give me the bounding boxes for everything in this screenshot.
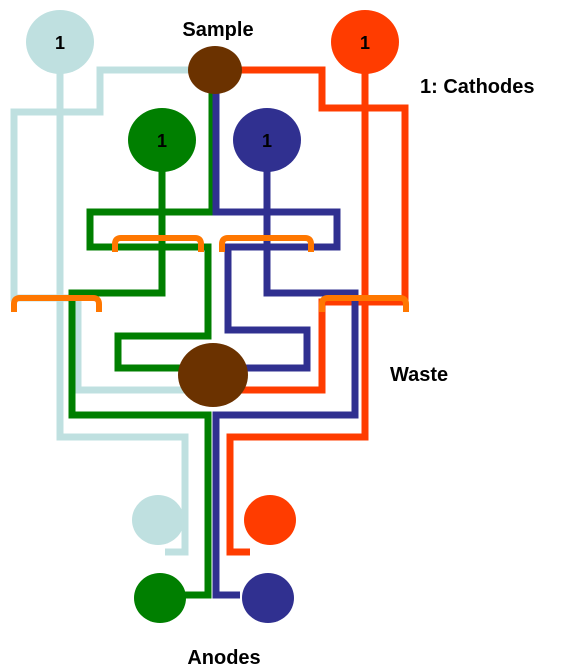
anodes-label: Anodes bbox=[187, 647, 260, 669]
cathode-reservoir-light-blue bbox=[26, 10, 94, 74]
cathode-reservoir-green bbox=[128, 108, 196, 172]
waste-reservoir bbox=[178, 343, 248, 407]
blue-channels bbox=[212, 80, 359, 599]
red-channel-sample bbox=[230, 66, 409, 394]
cathode-mark-green: 1 bbox=[157, 131, 167, 151]
cathode-mark-blue: 1 bbox=[262, 131, 272, 151]
anode-reservoir-light-blue bbox=[132, 495, 184, 545]
green-channels bbox=[68, 80, 216, 599]
orange-bridge-right-inner bbox=[219, 235, 314, 252]
cathode-mark-light-blue: 1 bbox=[55, 33, 65, 53]
anode-reservoir-blue bbox=[242, 573, 294, 623]
cathode-reservoir-blue bbox=[233, 108, 301, 172]
cathode-mark-red: 1 bbox=[360, 33, 370, 53]
green-channel-anode bbox=[68, 155, 212, 599]
cathode-reservoir-red bbox=[331, 10, 399, 74]
anode-reservoir-green bbox=[134, 573, 186, 623]
anode-reservoirs bbox=[132, 495, 296, 623]
sample-reservoir bbox=[188, 46, 242, 94]
orange-bridge-left-outer bbox=[11, 295, 102, 312]
red-channel-anode bbox=[226, 60, 369, 556]
anode-reservoir-red bbox=[244, 495, 296, 545]
red-channels bbox=[226, 60, 409, 556]
light-blue-channel-anode bbox=[56, 60, 189, 556]
orange-bridge-left-inner bbox=[112, 235, 204, 252]
cathodes-label: 1: Cathodes bbox=[420, 76, 534, 98]
cathode-reservoirs bbox=[26, 10, 399, 172]
blue-channel-sample bbox=[212, 80, 341, 372]
green-channel-sample bbox=[86, 80, 216, 372]
blue-channel-anode bbox=[212, 155, 359, 599]
waste-label: Waste bbox=[390, 364, 448, 386]
orange-bridges bbox=[11, 235, 409, 312]
sample-label: Sample bbox=[182, 19, 253, 41]
orange-bridge-right-outer bbox=[319, 295, 409, 312]
light-blue-channel-sample bbox=[10, 66, 195, 394]
light-blue-channels bbox=[10, 60, 195, 556]
